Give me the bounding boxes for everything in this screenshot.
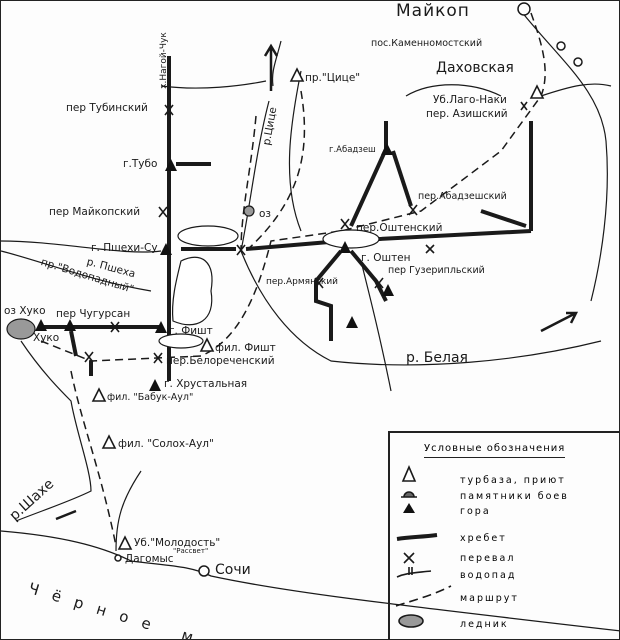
label-guzeriplsky: пер Гузерипльский [388, 265, 485, 276]
label-oz-khuko: оз Хуко [4, 305, 46, 317]
label-nagoi-chuk: х.Нагой-Чук [158, 32, 169, 89]
label-sochi: Сочи [215, 562, 251, 578]
label-babuk-aul: фил. "Бабук-Аул" [107, 392, 194, 403]
rivers [1, 10, 612, 552]
label-oshtensky: пер.Оштенский [356, 222, 443, 234]
glaciers [6, 205, 380, 349]
legend-ridge: хребет [460, 533, 507, 544]
label-maikop: Майкоп [396, 1, 470, 21]
towns [114, 2, 583, 577]
label-kamennomostsky: пос.Каменномостский [371, 38, 483, 49]
label-dagomys: Дагомыс [125, 553, 174, 565]
legend-mountain: гора [460, 506, 491, 517]
mountains [35, 143, 394, 391]
label-fil-fisht: фил. Фишт [215, 342, 276, 354]
legend-route: маршрут [460, 593, 519, 604]
label-pshekhi-su: г. Пшехи-Су [91, 242, 158, 254]
label-khrustalnaya: г. Хрустальная [164, 378, 248, 390]
flow-arrows [55, 43, 579, 521]
maikop-marker [517, 2, 531, 16]
label-khuko: Хуко [33, 332, 60, 344]
label-rassvet: "Рассвет" [173, 547, 209, 555]
label-lago-naki: Уб.Лаго-Наки [433, 94, 507, 106]
legend-symbols [395, 464, 452, 628]
label-maikopsky: пер Майкопский [49, 206, 141, 218]
label-tubinsky: пер Тубинский [66, 102, 148, 114]
label-abadzesh: г.Абадзеш [329, 145, 376, 155]
legend-waterfall: водопад [460, 570, 517, 581]
label-armyansky: пер.Армянский [266, 277, 339, 287]
label-molodost: Уб."Молодость" [134, 537, 221, 549]
label-oshten: г. Оштен [361, 252, 411, 264]
routes [40, 12, 546, 547]
sochi-marker [198, 565, 210, 577]
label-fisht: г. Фишт [169, 325, 213, 337]
label-oz: оз [259, 208, 272, 220]
label-solokh-aul: фил. "Солох-Аул" [118, 438, 214, 450]
label-abadzeshsky: пер.Абадзешский [418, 191, 507, 202]
label-chugursan: пер Чугурсан [56, 308, 131, 320]
label-belaya: р. Белая [406, 350, 468, 366]
label-belorechensky: пер.Белореченский [166, 355, 275, 367]
legend-glacier: ледник [460, 619, 509, 630]
legend: Условные обозначения турбаза, приют памя… [388, 431, 619, 639]
passes [84, 101, 528, 364]
legend-title: Условные обозначения [424, 443, 566, 458]
label-dakhovskaya: Даховская [436, 60, 514, 76]
legend-tourist-base: турбаза, приют [460, 475, 566, 486]
label-azishsky: пер. Азишский [426, 108, 508, 120]
label-tsitse-shelter: пр."Цице" [305, 72, 361, 84]
huts [91, 67, 545, 550]
legend-battle-memorial: памятники боев [460, 491, 569, 502]
label-tubo: г.Тубо [123, 158, 158, 170]
legend-pass: перевал [460, 553, 516, 564]
